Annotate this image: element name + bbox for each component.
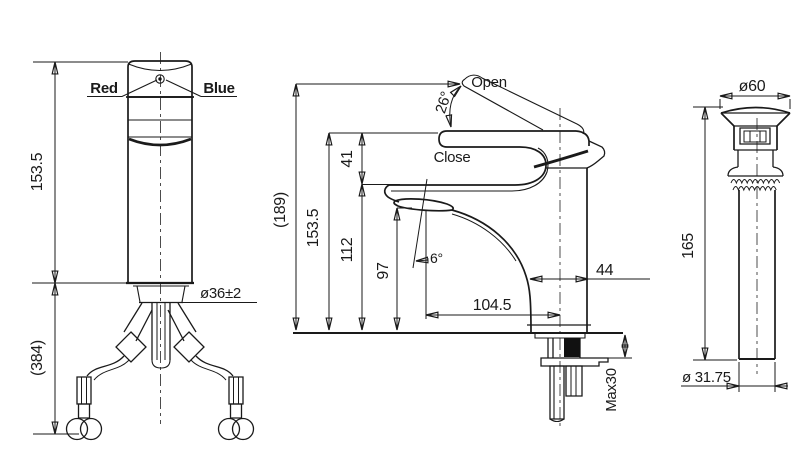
handle-pivot-corner bbox=[576, 131, 589, 146]
right-hose bbox=[196, 356, 233, 376]
drain-outline bbox=[721, 108, 790, 375]
base-cone bbox=[133, 286, 189, 302]
shank bbox=[152, 303, 170, 360]
open-angle-dim-label: 26° bbox=[432, 89, 455, 115]
cold-label: Blue bbox=[203, 80, 234, 97]
body-sides bbox=[128, 97, 192, 283]
front-dim-supply: (384) bbox=[29, 283, 55, 434]
left-pipe-nut bbox=[116, 332, 146, 362]
mounting-tube-long bbox=[550, 366, 564, 419]
tail-diameter-dim-label: ø 31.75 bbox=[682, 369, 731, 386]
right-nut-a bbox=[219, 419, 240, 440]
drain-thread-row-1 bbox=[731, 180, 780, 184]
front-height-dim-label: 153.5 bbox=[29, 152, 46, 191]
drain-body-sides bbox=[734, 126, 777, 150]
side-dim-spout-top: 112 bbox=[339, 184, 362, 330]
side-dim-height: 153.5 bbox=[305, 133, 438, 330]
overall-height-dim-label: (189) bbox=[272, 192, 289, 228]
spout-reach-dim-label: 104.5 bbox=[473, 297, 512, 314]
max-deck-dim-label: Max30 bbox=[603, 368, 620, 412]
right-braid-lines bbox=[234, 377, 239, 404]
mounting-stud-detail bbox=[571, 366, 576, 396]
drain-bell-flange bbox=[728, 167, 783, 176]
handle-height-dim-label: 41 bbox=[339, 150, 356, 168]
right-pipe-nut bbox=[174, 332, 204, 362]
drain-neck bbox=[738, 150, 773, 167]
side-dim-body-depth: 44 bbox=[530, 262, 650, 279]
right-hose-inner bbox=[191, 360, 226, 380]
left-nut-b bbox=[81, 419, 102, 440]
open-label: Open bbox=[471, 74, 507, 91]
right-angled-pipe bbox=[168, 303, 196, 341]
side-dim-outlet: 97 bbox=[375, 208, 412, 330]
shank-tip bbox=[152, 360, 170, 368]
drain-view: ø60 165 ø 31.75 bbox=[680, 78, 790, 392]
under-counter-flange bbox=[535, 333, 585, 338]
drain-thread-row-2 bbox=[733, 187, 776, 191]
outlet-height-dim-label: 97 bbox=[375, 262, 392, 280]
handle-body-u-curve-inner bbox=[512, 148, 548, 191]
front-faucet-outline bbox=[67, 52, 254, 440]
head-dark-seam bbox=[534, 151, 588, 167]
shank-threads bbox=[157, 303, 165, 360]
drain-height-dim-label: 165 bbox=[680, 233, 697, 259]
body-front-curve-inner bbox=[452, 214, 516, 261]
hot-label: Red bbox=[90, 80, 118, 97]
mounting-bracket bbox=[541, 358, 608, 366]
head-back-cap bbox=[587, 141, 605, 168]
drain-dim-tail-diameter: ø 31.75 bbox=[681, 362, 788, 392]
mounting-stud-short bbox=[566, 366, 582, 396]
overflow-window-bars bbox=[750, 131, 760, 142]
side-dim-outlet-angle: 6° bbox=[413, 179, 443, 268]
front-hot-cold-callout: Red Blue bbox=[87, 80, 237, 97]
side-height-dim-label: 153.5 bbox=[305, 208, 322, 247]
drain-dim-height: 165 bbox=[680, 107, 737, 360]
side-dim-open-angle: 26° Open Close bbox=[432, 74, 507, 166]
right-nut-b bbox=[233, 419, 254, 440]
right-hose-fitting bbox=[231, 404, 242, 418]
spout-tip bbox=[385, 185, 399, 202]
left-hose bbox=[87, 356, 124, 376]
left-hose-braid bbox=[77, 377, 91, 404]
side-dim-spout-reach: 104.5 bbox=[426, 211, 560, 319]
mounting-tube-long-detail bbox=[550, 366, 564, 422]
right-hose-braid bbox=[229, 377, 243, 404]
drain-cap-sides bbox=[721, 113, 790, 126]
side-dim-max-deck: Max30 bbox=[603, 335, 632, 412]
side-dim-handle: 41 bbox=[339, 133, 400, 185]
body-dark-arc bbox=[129, 139, 191, 145]
cap-top-arc bbox=[129, 64, 192, 71]
rubber-gasket bbox=[564, 338, 580, 357]
closed-handle bbox=[439, 131, 576, 147]
close-label: Close bbox=[434, 149, 471, 166]
outlet-angle-dim-label: 6° bbox=[430, 250, 443, 266]
cap-diameter-dim-label: ø60 bbox=[739, 78, 766, 95]
left-hose-fitting bbox=[79, 404, 90, 418]
drain-cap-dome bbox=[721, 108, 790, 114]
overflow-window-outer bbox=[740, 128, 770, 144]
front-base-diameter-callout: ø36±2 bbox=[150, 285, 257, 303]
overflow-window-inner bbox=[744, 131, 766, 142]
drain-tail-tube bbox=[739, 190, 775, 359]
body-depth-dim-label: 44 bbox=[596, 262, 614, 279]
side-view: (189) 153.5 41 112 97 26° Open Close bbox=[272, 74, 650, 430]
left-braid-lines bbox=[82, 377, 87, 404]
left-hose-inner bbox=[94, 360, 129, 380]
supply-length-dim-label: (384) bbox=[29, 340, 46, 376]
spout-top-dim-label: 112 bbox=[339, 237, 356, 262]
front-dim-height: 153.5 bbox=[29, 62, 128, 434]
base-diameter-label: ø36±2 bbox=[200, 285, 241, 302]
body-band-lines bbox=[128, 120, 192, 137]
hot-cold-indicator bbox=[156, 75, 164, 83]
front-view: 153.5 (384) Red Blue ø36±2 bbox=[29, 52, 257, 440]
drain-dim-cap-diameter: ø60 bbox=[720, 78, 790, 109]
indicator-dot bbox=[158, 77, 162, 81]
side-dim-overall-height: (189) bbox=[272, 84, 460, 330]
left-angled-pipe bbox=[124, 303, 152, 341]
